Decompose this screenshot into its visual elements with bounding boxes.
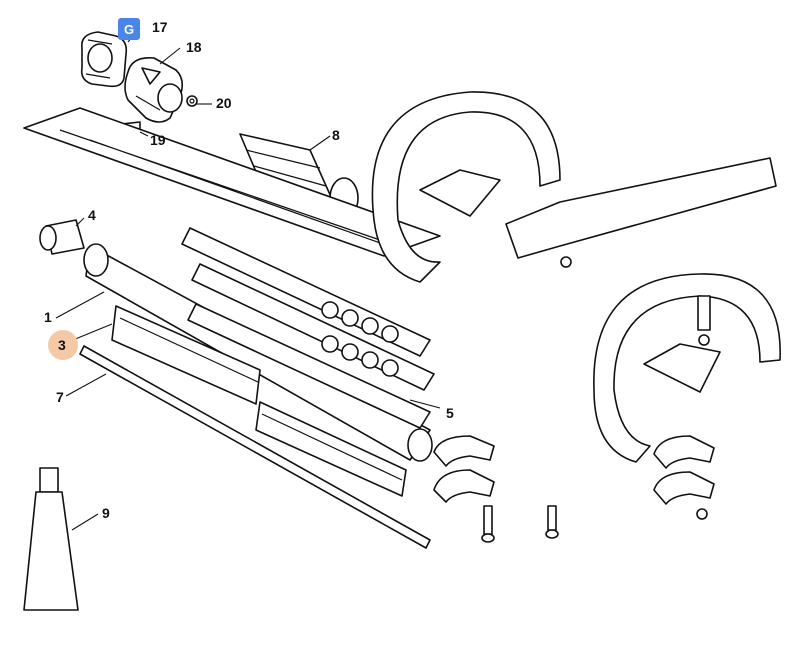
part-5-decals bbox=[181, 227, 435, 429]
bolt-b bbox=[545, 505, 559, 539]
part-20-nut bbox=[186, 95, 198, 107]
part-4-plug bbox=[39, 219, 85, 255]
callout-9: 9 bbox=[102, 505, 110, 521]
callout-7: 7 bbox=[56, 389, 64, 405]
part-7-drive-shaft bbox=[79, 345, 431, 549]
highlight-marker bbox=[48, 330, 78, 360]
callout-1: 1 bbox=[44, 309, 52, 325]
callout-4: 4 bbox=[88, 207, 96, 223]
clamp-set-b bbox=[653, 435, 715, 520]
callout-5: 5 bbox=[446, 405, 454, 421]
callout-19: 19 bbox=[150, 132, 166, 148]
part-17-clamp bbox=[80, 31, 128, 88]
callout-8: 8 bbox=[332, 127, 340, 143]
callout-20: 20 bbox=[216, 95, 232, 111]
translate-badge-icon[interactable]: G bbox=[118, 18, 140, 40]
handle-loop-upper bbox=[371, 91, 777, 283]
part-18-housing bbox=[124, 56, 184, 123]
bolt-a bbox=[481, 505, 495, 543]
callout-3: 3 bbox=[58, 337, 66, 353]
clamp-set-a bbox=[433, 435, 495, 503]
callout-17: 17 bbox=[152, 19, 168, 35]
label-sheet bbox=[23, 107, 441, 257]
callout-18: 18 bbox=[186, 39, 202, 55]
handle-loop-lower bbox=[593, 273, 781, 463]
part-3-rail bbox=[111, 305, 407, 497]
part-9-grease-tube bbox=[23, 467, 79, 611]
